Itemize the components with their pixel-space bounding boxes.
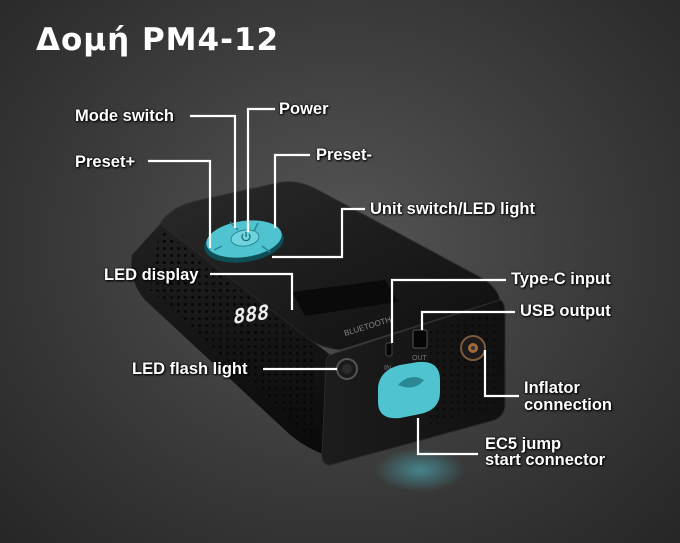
- led-display-panel: [292, 280, 398, 316]
- leader-preset-minus: [273, 153, 310, 228]
- leader-inflator: [483, 350, 519, 398]
- label-preset-plus: Preset+: [75, 153, 136, 171]
- power-icon: [241, 232, 251, 242]
- label-mode-switch: Mode switch: [75, 107, 175, 125]
- ec5-connector: [378, 361, 440, 419]
- page-title: Δομή PM4-12: [36, 22, 280, 58]
- label-unit-switch: Unit switch/LED light: [370, 200, 535, 218]
- label-led-display: LED display: [104, 266, 199, 284]
- preset-minus-button[interactable]: [253, 222, 259, 232]
- control-buttons: [204, 220, 284, 263]
- label-inflator-line2: connection: [524, 396, 613, 414]
- port-in-label: IN: [384, 365, 391, 372]
- type-c-port: [385, 342, 393, 357]
- leader-ec5: [416, 418, 478, 456]
- label-power: Power: [279, 100, 329, 118]
- leader-lines: [148, 107, 519, 456]
- label-ec5-line1: EC5 jump: [485, 435, 562, 453]
- leader-power: [246, 107, 275, 232]
- leader-mode-switch: [190, 114, 237, 228]
- preset-plus-button[interactable]: [213, 245, 223, 251]
- label-usb-output: USB output: [520, 302, 611, 320]
- led-display-digits: 888: [232, 300, 270, 329]
- power-button[interactable]: [230, 228, 260, 248]
- label-ec5-line2: start connector: [485, 451, 606, 469]
- port-out-label: OUT: [412, 355, 428, 362]
- leader-type-c: [390, 278, 506, 343]
- label-preset-minus: Preset-: [316, 146, 372, 164]
- label-led-flash-light: LED flash light: [132, 360, 248, 378]
- leader-unit-switch: [272, 207, 365, 259]
- leader-usb: [420, 310, 515, 330]
- unit-switch-button[interactable]: [261, 245, 271, 253]
- usb-port: [412, 329, 428, 349]
- leader-led-display: [210, 272, 294, 310]
- leader-preset-plus: [148, 159, 212, 248]
- label-inflator-line1: Inflator: [524, 379, 580, 397]
- label-type-c-input: Type-C input: [511, 270, 611, 288]
